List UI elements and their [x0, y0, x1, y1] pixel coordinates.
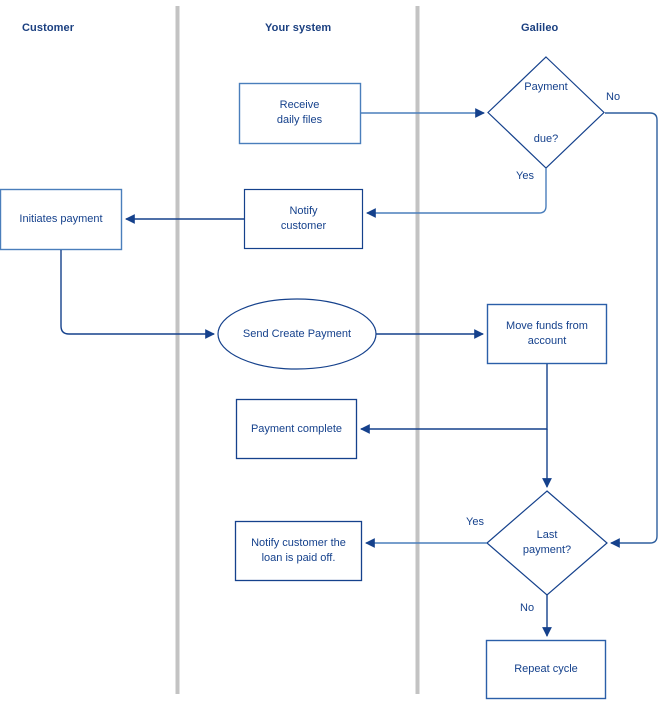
node-move-funds-from-account[interactable] — [486, 303, 608, 365]
lane-dividers — [175, 6, 420, 694]
node-notify-customer[interactable] — [243, 188, 364, 250]
edge-initiates-to-send-create — [60, 250, 215, 339]
node-payment-due[interactable] — [487, 56, 605, 169]
edge-payment-due-yes — [366, 168, 547, 218]
node-notify-loan-paid-off[interactable] — [234, 520, 363, 582]
edge-payment-due-no — [605, 112, 658, 548]
node-payment-complete[interactable] — [235, 398, 358, 460]
edge-label-last-payment-no: No — [520, 602, 535, 614]
edge-label-last-payment-yes: Yes — [466, 516, 484, 528]
edge-label-payment-due-yes: Yes — [516, 170, 534, 182]
lane-title-galileo: Galileo — [521, 22, 559, 34]
node-repeat-cycle[interactable] — [485, 639, 607, 700]
node-last-payment[interactable] — [486, 490, 608, 596]
node-receive-daily-files[interactable] — [238, 82, 362, 145]
node-initiates-payment[interactable] — [0, 188, 123, 251]
edge-label-payment-due-no: No — [606, 91, 621, 103]
lane-title-your-system: Your system — [265, 22, 332, 34]
lane-title-customer: Customer — [22, 22, 75, 34]
edge-move-funds-to-payment-complete — [360, 364, 548, 434]
node-send-create-payment[interactable] — [217, 298, 377, 370]
